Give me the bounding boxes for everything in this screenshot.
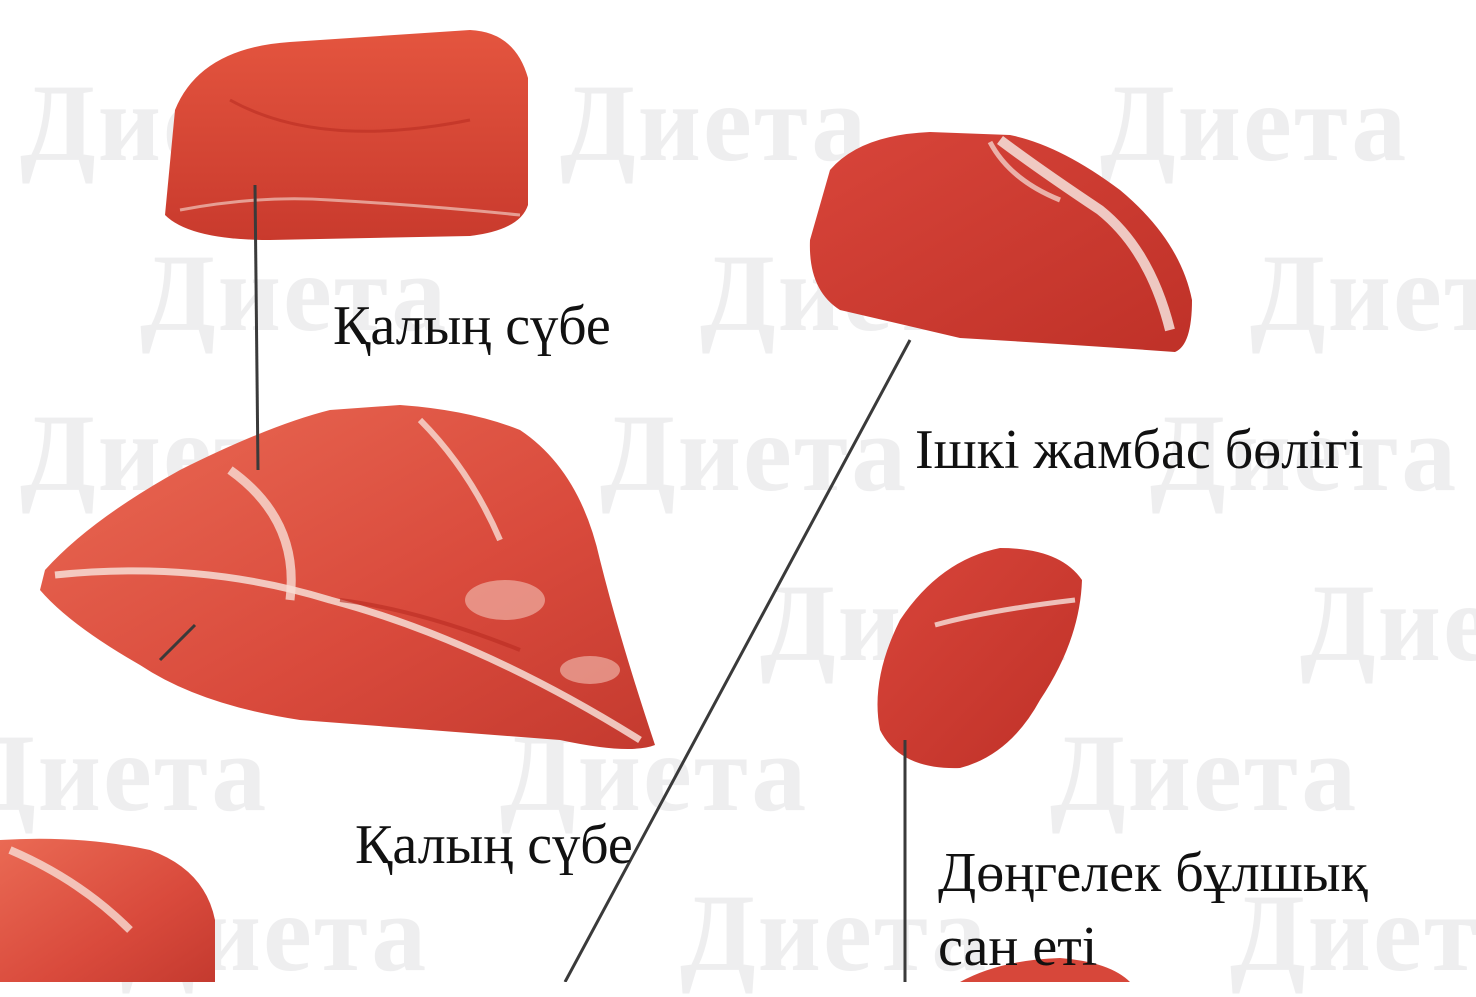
bottom-right-meat-cut — [878, 548, 1083, 768]
label-round-muscle-line2: сан еті — [938, 912, 1097, 982]
label-thick-sirloin-middle: Қалың сүбе — [355, 815, 633, 875]
label-inner-hip-part: Ішкі жамбас бөлігі — [915, 420, 1363, 480]
label-thick-sirloin-top: Қалың сүбе — [333, 296, 611, 356]
top-left-meat-cut — [165, 30, 528, 240]
top-right-meat-cut — [810, 132, 1192, 352]
middle-large-meat-cut — [40, 405, 655, 749]
label-round-muscle-line1: Дөңгелек бұлшық — [938, 838, 1368, 908]
bottom-left-meat-cut — [0, 839, 215, 982]
